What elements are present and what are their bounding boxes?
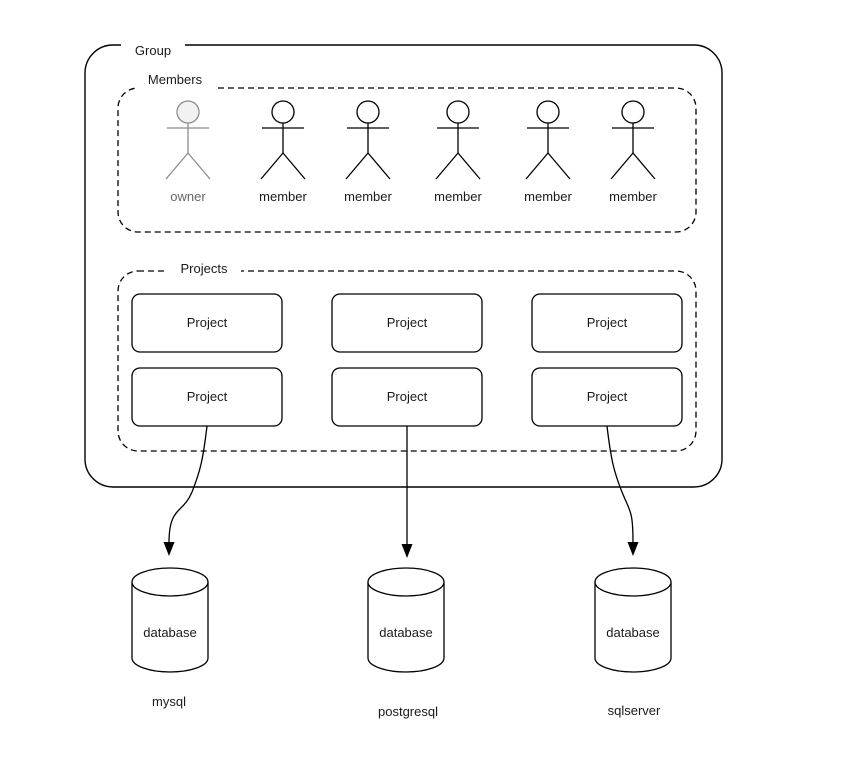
database-label: database — [606, 625, 660, 640]
project-label: Project — [187, 389, 228, 404]
actor-member-1: member — [259, 100, 308, 204]
project-label: Project — [587, 389, 628, 404]
person-leg-right — [187, 152, 211, 180]
actor-label: member — [524, 189, 572, 204]
actor-member-2: member — [344, 100, 393, 204]
person-head-icon — [536, 100, 560, 124]
actor-member-3: member — [434, 100, 483, 204]
members-boundary — [117, 87, 697, 233]
person-leg-left — [610, 152, 634, 180]
arrowhead-icon — [401, 544, 413, 558]
database-cylinder-icon — [131, 582, 209, 673]
actor-member-5: member — [609, 100, 658, 204]
project-node-1: Project — [131, 293, 283, 353]
database-cylinder-icon — [594, 582, 672, 673]
person-leg-left — [345, 152, 369, 180]
group-label: Group — [135, 43, 171, 58]
database-cylinder-icon — [367, 582, 445, 673]
arrow-project-to-postgresql — [401, 426, 413, 558]
database-cylinder-top — [594, 567, 672, 597]
project-label: Project — [387, 389, 428, 404]
project-box — [331, 293, 483, 353]
project-box — [131, 293, 283, 353]
project-node-6: Project — [531, 367, 683, 427]
database-node-postgresql: database — [367, 567, 445, 673]
project-node-4: Project — [131, 367, 283, 427]
projects-label: Projects — [181, 261, 228, 276]
members-label-bg — [135, 72, 215, 91]
actor-label: member — [259, 189, 307, 204]
database-cylinder-top — [131, 567, 209, 597]
group-boundary — [84, 44, 723, 488]
database-caption-sqlserver: sqlserver — [608, 703, 661, 718]
database-caption-postgresql: postgresql — [378, 704, 438, 719]
database-node-mysql: database — [131, 567, 209, 673]
database-label: database — [143, 625, 197, 640]
database-caption-mysql: mysql — [152, 694, 186, 709]
project-node-2: Project — [331, 293, 483, 353]
person-leg-right — [367, 152, 391, 180]
actor-owner: owner — [165, 100, 211, 204]
person-head-icon — [621, 100, 645, 124]
person-leg-left — [525, 152, 549, 180]
arrow-project-to-sqlserver — [606, 425, 639, 556]
actor-label: owner — [170, 189, 206, 204]
person-leg-right — [282, 152, 306, 180]
project-label: Project — [587, 315, 628, 330]
arrow-project-to-mysql — [163, 425, 208, 556]
database-cylinder-top — [367, 567, 445, 597]
actor-member-4: member — [524, 100, 573, 204]
project-node-3: Project — [531, 293, 683, 353]
arrow-line — [606, 425, 634, 544]
actor-label: member — [609, 189, 657, 204]
database-label: database — [379, 625, 433, 640]
project-label: Project — [387, 315, 428, 330]
person-leg-right — [547, 152, 571, 180]
person-leg-left — [260, 152, 284, 180]
members-label: Members — [148, 72, 203, 87]
project-box — [531, 293, 683, 353]
person-head-icon — [446, 100, 470, 124]
person-leg-left — [165, 152, 189, 180]
database-node-sqlserver: database — [594, 567, 672, 673]
projects-label-bg — [167, 261, 241, 278]
person-head-icon — [271, 100, 295, 124]
arrowhead-icon — [163, 542, 175, 556]
person-leg-left — [435, 152, 459, 180]
arrow-line — [168, 425, 208, 544]
arrowhead-icon — [627, 542, 639, 556]
person-head-icon — [176, 100, 200, 124]
project-node-5: Project — [331, 367, 483, 427]
person-head-icon — [356, 100, 380, 124]
person-leg-right — [457, 152, 481, 180]
person-leg-right — [632, 152, 656, 180]
group-label-bg — [121, 40, 185, 56]
actor-label: member — [344, 189, 392, 204]
project-label: Project — [187, 315, 228, 330]
actor-label: member — [434, 189, 482, 204]
